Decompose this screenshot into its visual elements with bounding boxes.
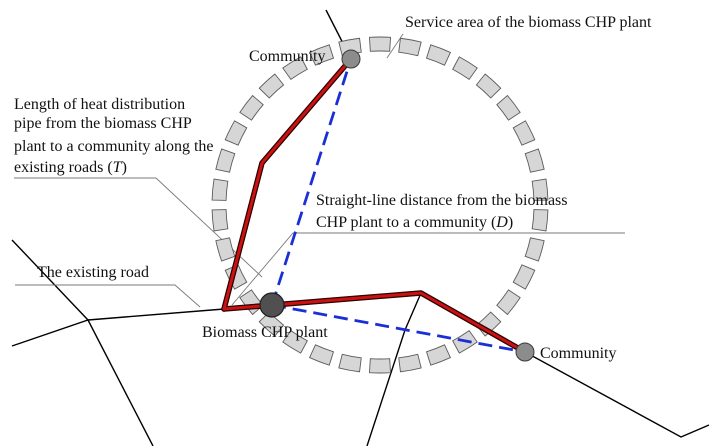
label-pipe-line-4: existing roads (T) [14,159,127,176]
leader-road [15,284,201,308]
service-ring-segment [308,44,335,66]
service-ring-segment [512,120,536,146]
straight-line-distances [270,58,526,354]
service-ring-segment [338,353,362,373]
service-ring-segment [524,237,545,262]
service-ring-segment [452,56,478,81]
service-ring-segment [531,209,549,232]
service-ring-segment [215,237,236,262]
service-ring-segment [496,289,521,316]
service-ring-segment [368,358,392,374]
road-main [87,308,225,321]
service-ring-segment [211,209,229,232]
label-straight-line-1: Straight-line distance from the biomass [316,192,568,209]
label-community-top: Community [249,48,325,65]
label-pipe-line-2: pipe from the biomass CHP [14,115,192,132]
label-straight-line-2-post: ) [508,214,513,231]
service-ring-segment [531,178,549,201]
straight-line-to-right-community [271,303,526,354]
service-ring-segment [308,344,335,366]
service-ring-segment [215,148,236,173]
service-ring-segment [282,329,308,354]
service-ring-segment [475,73,502,99]
straight-line-to-top-community [270,58,353,306]
service-ring-segment [425,44,452,66]
service-ring-segment [398,37,422,57]
label-straight-line-2-pre: CHP plant to a community ( [316,214,496,231]
service-ring-segment [524,148,545,173]
pipe-to-right-community [222,291,527,354]
service-ring-segment [211,178,229,201]
pipe-to-top-community [222,57,353,311]
service-area-ring [211,36,549,374]
service-ring-segment [239,289,264,316]
label-pipe-line-3: plant to a community along the [14,138,214,155]
service-ring-segment [368,36,392,52]
pipe-outline-top [221,56,354,312]
road-far-right [524,351,709,438]
service-ring-segment [512,264,536,290]
label-straight-var-d: D [495,214,508,231]
heat-distribution-pipes [221,56,528,355]
label-community-right: Community [540,345,616,362]
service-ring-segment [282,56,308,81]
service-ring-segment [224,120,248,146]
label-service-area: Service area of the biomass CHP plant [405,14,652,31]
label-existing-road: The existing road [37,264,149,281]
service-ring-segment [239,94,264,121]
leader-straight [231,232,625,306]
service-ring-segment [398,353,422,373]
label-pipe-var-t: T [113,159,123,176]
label-biomass-plant: Biomass CHP plant [202,324,328,341]
road-left-upper [11,239,89,321]
service-ring-segment [425,344,452,366]
road-left-lower [11,319,154,446]
label-pipe-line-4-pre: existing roads ( [14,159,113,176]
label-straight-line-2: CHP plant to a community (D) [316,214,513,231]
service-ring-segment [496,94,521,121]
service-ring-segment [258,73,285,99]
community-node-top [341,49,361,69]
community-node-right [515,342,535,362]
biomass-plant-node [259,292,285,318]
label-pipe-line-1: Length of heat distribution [14,96,185,113]
label-pipe-line-4-post: ) [122,159,127,176]
